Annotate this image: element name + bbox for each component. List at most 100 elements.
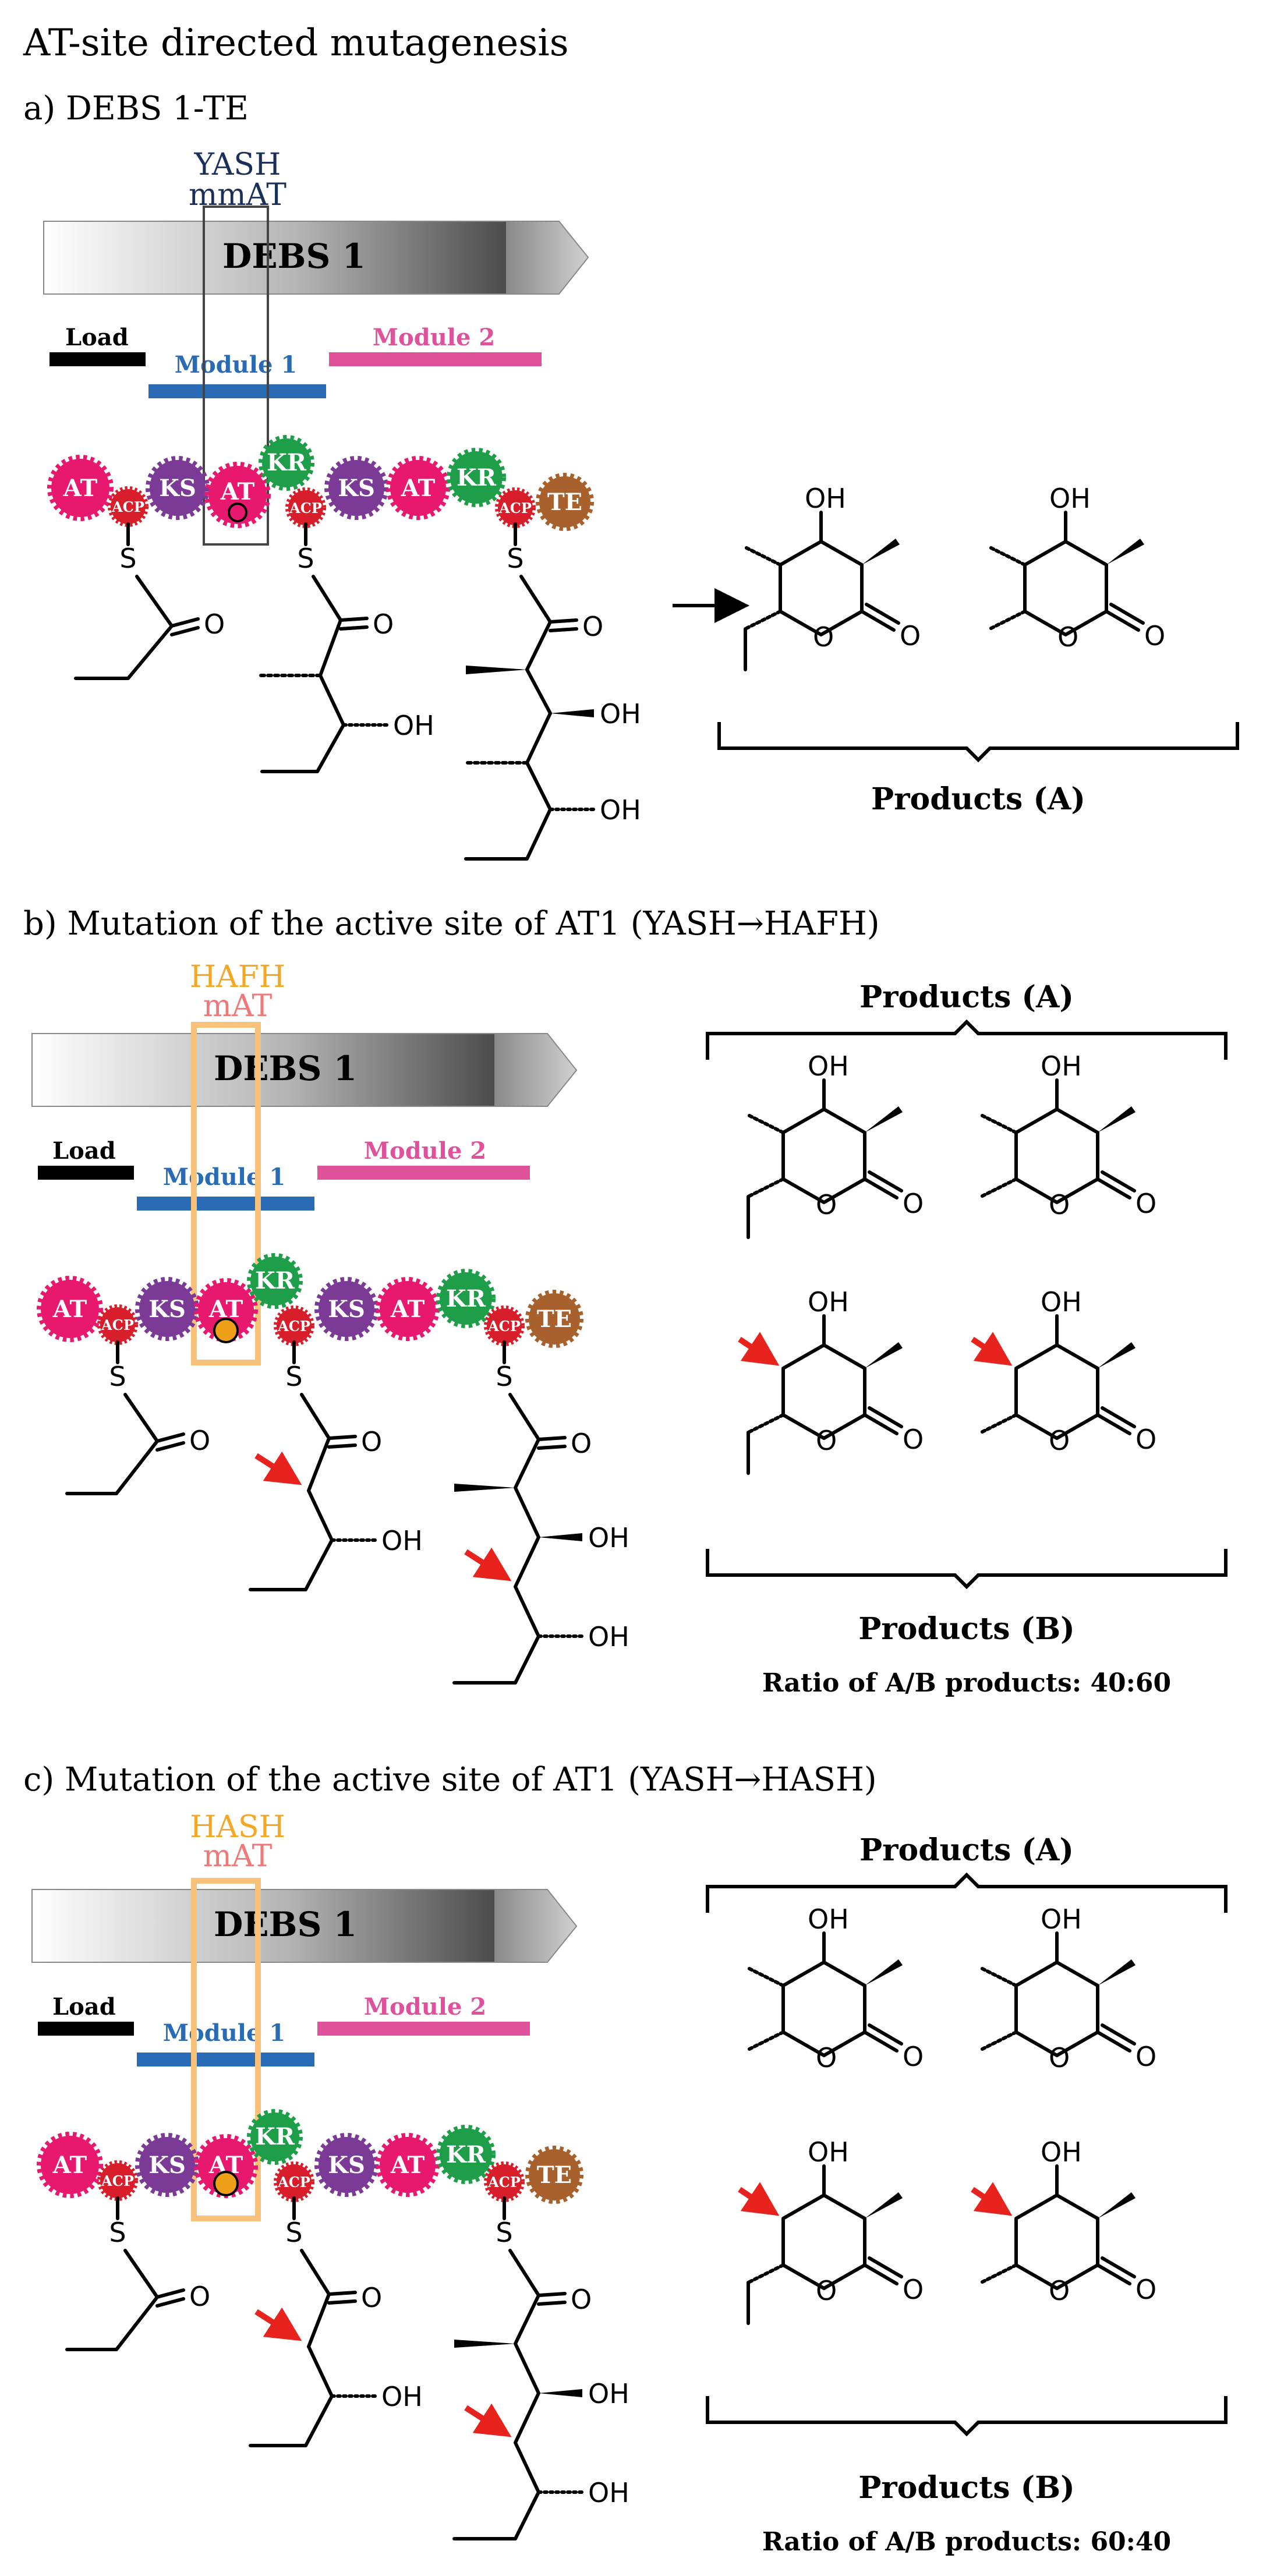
svg-text:AT: AT xyxy=(52,1296,87,1323)
product-a2: OH O O xyxy=(988,483,1165,653)
svg-text:O: O xyxy=(373,608,394,640)
svg-text:O: O xyxy=(582,611,603,642)
svg-text:ACP: ACP xyxy=(101,1317,134,1333)
mutation-arrow xyxy=(971,2182,1013,2216)
mutation-arrow xyxy=(254,2307,302,2341)
motif-label: HAFH xyxy=(190,960,285,995)
product-b1: OH O O xyxy=(738,1286,924,1475)
svg-text:O: O xyxy=(816,1189,837,1220)
domain-chain: AT ACP KS AT KR ACP KS AT KR ACP TE xyxy=(47,435,594,531)
gene-label: DEBS 1 xyxy=(214,1905,357,1944)
mutation-arrow xyxy=(738,2182,780,2216)
svg-text:S: S xyxy=(109,2217,126,2248)
product-a1: OH O O xyxy=(747,1050,924,1239)
svg-text:OH: OH xyxy=(381,1525,423,1556)
at-domain: AT xyxy=(204,462,271,528)
at-domain: AT xyxy=(37,1276,103,1342)
svg-text:ACP: ACP xyxy=(498,500,532,516)
svg-text:S: S xyxy=(507,543,523,574)
svg-text:O: O xyxy=(1049,2275,1070,2306)
intermediate-load: S O xyxy=(65,2196,210,2351)
svg-text:S: S xyxy=(119,543,136,574)
svg-text:OH: OH xyxy=(600,698,641,730)
ks-domain: KS xyxy=(314,1277,378,1341)
gene-arrow: DEBS 1 xyxy=(31,1889,578,1963)
module2-bar xyxy=(329,352,542,366)
svg-text:S: S xyxy=(285,2217,302,2248)
svg-text:KR: KR xyxy=(255,1267,295,1294)
kr-domain: KR xyxy=(436,2125,496,2184)
svg-text:O: O xyxy=(189,2281,210,2312)
product-a1: OH O O xyxy=(744,483,921,671)
svg-text:O: O xyxy=(571,2284,592,2315)
svg-text:O: O xyxy=(1135,2274,1156,2305)
mutant-active-site-marker xyxy=(213,1318,239,1343)
intermediate-module1: S O OH xyxy=(249,2196,423,2447)
svg-text:ACP: ACP xyxy=(111,498,144,515)
svg-text:KS: KS xyxy=(338,475,375,502)
at-domain: AT xyxy=(386,456,450,520)
intermediate-module1: S O OH xyxy=(257,522,434,773)
gene-arrow: DEBS 1 xyxy=(31,1033,578,1107)
svg-text:O: O xyxy=(816,2042,837,2073)
svg-text:AT: AT xyxy=(390,2152,425,2179)
ks-domain: KS xyxy=(135,2133,199,2197)
svg-text:KS: KS xyxy=(159,475,196,502)
svg-text:O: O xyxy=(1057,621,1078,653)
svg-text:S: S xyxy=(109,1361,126,1392)
active-site-marker xyxy=(228,503,247,522)
at-domain: AT xyxy=(37,2132,103,2198)
svg-text:O: O xyxy=(204,608,225,640)
acp-domain: ACP xyxy=(108,486,148,527)
kr-domain: KR xyxy=(247,2109,303,2165)
kr-domain: KR xyxy=(447,448,506,507)
products-a-bracket xyxy=(717,722,1239,763)
acp-domain: ACP xyxy=(97,1304,138,1345)
svg-text:O: O xyxy=(1135,1188,1156,1219)
load-label: Load xyxy=(52,1993,116,2021)
svg-text:AT: AT xyxy=(220,478,255,505)
kr-domain: KR xyxy=(259,435,314,491)
svg-text:KS: KS xyxy=(328,1296,365,1323)
at1-highlight-box xyxy=(191,1022,261,1365)
module1-bar xyxy=(137,2053,314,2067)
svg-text:OH: OH xyxy=(808,2136,849,2168)
svg-text:AT: AT xyxy=(390,1296,425,1323)
svg-text:S: S xyxy=(297,543,314,574)
module2-label: Module 2 xyxy=(373,324,495,351)
acp-domain: ACP xyxy=(484,2161,525,2202)
section-a: a) DEBS 1-TE YASH mmAT DEBS 1 Load Modul… xyxy=(23,90,1239,861)
intermediate-load: S O xyxy=(65,1340,210,1495)
acp-domain: ACP xyxy=(274,1305,314,1346)
svg-text:O: O xyxy=(361,2282,382,2313)
intermediate-module2: S O OH OH xyxy=(464,522,641,861)
products-a-label: Products (A) xyxy=(859,1832,1074,1868)
svg-text:S: S xyxy=(285,1361,302,1392)
at-domain: AT xyxy=(376,2133,440,2197)
svg-text:OH: OH xyxy=(393,710,434,741)
gene-label: DEBS 1 xyxy=(222,236,366,276)
at-domain: AT xyxy=(47,455,114,521)
svg-text:AT: AT xyxy=(401,475,436,502)
svg-text:OH: OH xyxy=(600,794,641,826)
product-b2: OH O O xyxy=(971,2136,1156,2306)
load-bar xyxy=(38,1166,134,1180)
module1-label: Module 1 xyxy=(163,2019,285,2047)
mutation-arrow xyxy=(971,1332,1013,1366)
svg-text:O: O xyxy=(903,1424,924,1455)
products-a-label: Products (A) xyxy=(871,781,1085,817)
products-b-bracket xyxy=(706,1549,1228,1590)
svg-text:OH: OH xyxy=(588,1621,629,1653)
gene-arrow: DEBS 1 xyxy=(43,221,589,295)
svg-text:O: O xyxy=(1049,1189,1070,1220)
svg-text:OH: OH xyxy=(1049,483,1091,514)
svg-text:O: O xyxy=(903,2041,924,2072)
svg-text:KR: KR xyxy=(446,2141,486,2168)
svg-text:O: O xyxy=(361,1426,382,1457)
products-b-label: Products (B) xyxy=(858,1611,1075,1647)
product-b1: OH O O xyxy=(738,2136,924,2325)
svg-text:ACP: ACP xyxy=(289,500,322,516)
svg-text:O: O xyxy=(903,1188,924,1219)
svg-text:KR: KR xyxy=(446,1285,486,1312)
svg-text:O: O xyxy=(1135,1424,1156,1455)
